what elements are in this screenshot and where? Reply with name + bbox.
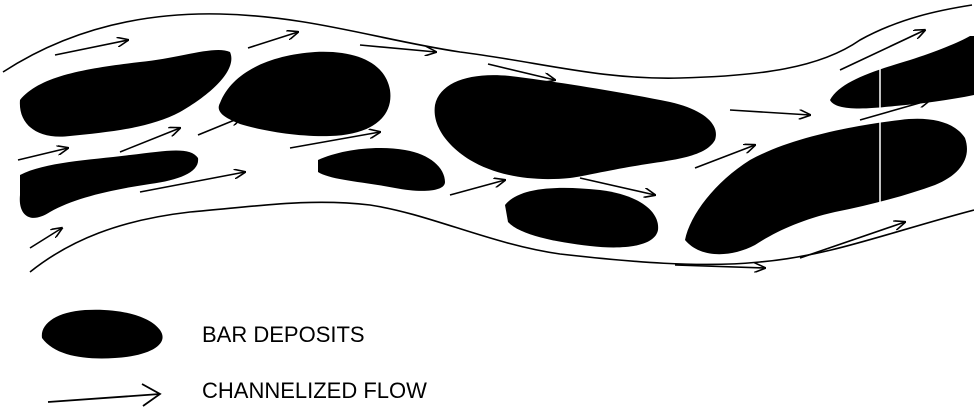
flow-arrow (800, 222, 905, 258)
bar-deposit (685, 119, 967, 254)
bar-deposits-label: BAR DEPOSITS (202, 322, 365, 348)
bar-deposit (20, 150, 198, 217)
flow-arrow (30, 228, 62, 248)
bar-deposit-legend-symbol (0, 300, 200, 360)
flow-arrow (18, 148, 68, 160)
flow-arrow (55, 40, 128, 55)
bar-deposit (318, 148, 445, 191)
lower-channel-bank (30, 202, 974, 272)
flow-arrow (198, 117, 242, 135)
bar-deposit (435, 75, 716, 179)
flow-arrow (450, 180, 505, 195)
legend-channelized-flow: CHANNELIZED FLOW (0, 362, 974, 414)
braided-channel-diagram (0, 0, 974, 300)
flow-arrow (730, 110, 810, 115)
bar-deposit (219, 52, 391, 136)
flow-arrow (675, 265, 765, 268)
bar-deposit (830, 36, 974, 108)
bar-deposits (20, 36, 974, 254)
legend-bar-deposits: BAR DEPOSITS (0, 300, 974, 360)
bar-deposit (505, 188, 658, 248)
flow-arrow (248, 32, 298, 48)
channelized-flow-label: CHANNELIZED FLOW (202, 378, 427, 404)
flow-arrow-legend-symbol (0, 362, 200, 412)
bar-deposit (20, 50, 232, 137)
flow-arrow (120, 128, 180, 152)
